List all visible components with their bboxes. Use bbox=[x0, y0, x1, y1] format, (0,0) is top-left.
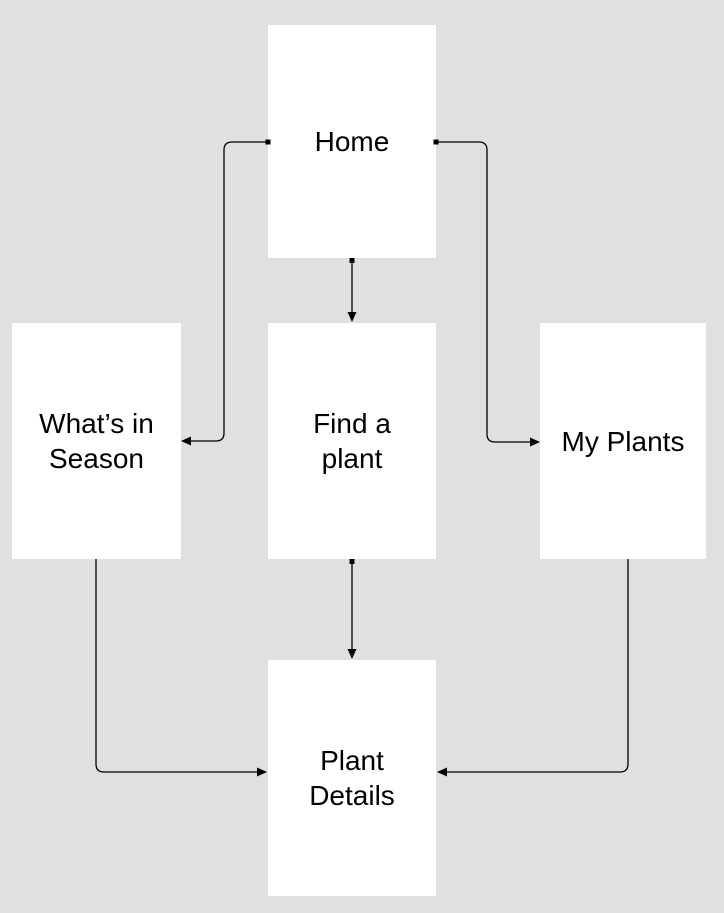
arrowhead-whats-in-season bbox=[181, 436, 191, 446]
node-plant-details: Plant Details bbox=[268, 660, 436, 896]
arrowhead-plant-details-top bbox=[347, 649, 357, 659]
node-find-a-plant-label: Find a plant bbox=[313, 408, 391, 474]
edge-my-plants-plant-details bbox=[441, 559, 629, 773]
edge-start-dot bbox=[349, 258, 355, 263]
node-find-a-plant: Find a plant bbox=[268, 323, 436, 559]
node-whats-in-season-label: What’s in Season bbox=[39, 408, 154, 474]
node-home: Home bbox=[268, 25, 436, 258]
edge-whats-in-season-plant-details bbox=[95, 559, 263, 773]
edge-home-my-plants bbox=[436, 141, 536, 443]
edge-home-whats-in-season bbox=[185, 141, 268, 442]
node-home-label: Home bbox=[314, 126, 390, 157]
arrowhead-plant-details-right bbox=[437, 767, 447, 777]
node-whats-in-season: What’s in Season bbox=[12, 323, 181, 559]
node-my-plants-label: My Plants bbox=[561, 425, 685, 457]
arrowhead-find-a-plant bbox=[347, 312, 357, 322]
edge-start-dot bbox=[349, 559, 355, 564]
arrowhead-plant-details-left bbox=[257, 767, 267, 777]
node-plant-details-label: Plant Details bbox=[309, 745, 395, 811]
node-my-plants: My Plants bbox=[540, 323, 706, 559]
arrowhead-my-plants bbox=[530, 437, 540, 447]
